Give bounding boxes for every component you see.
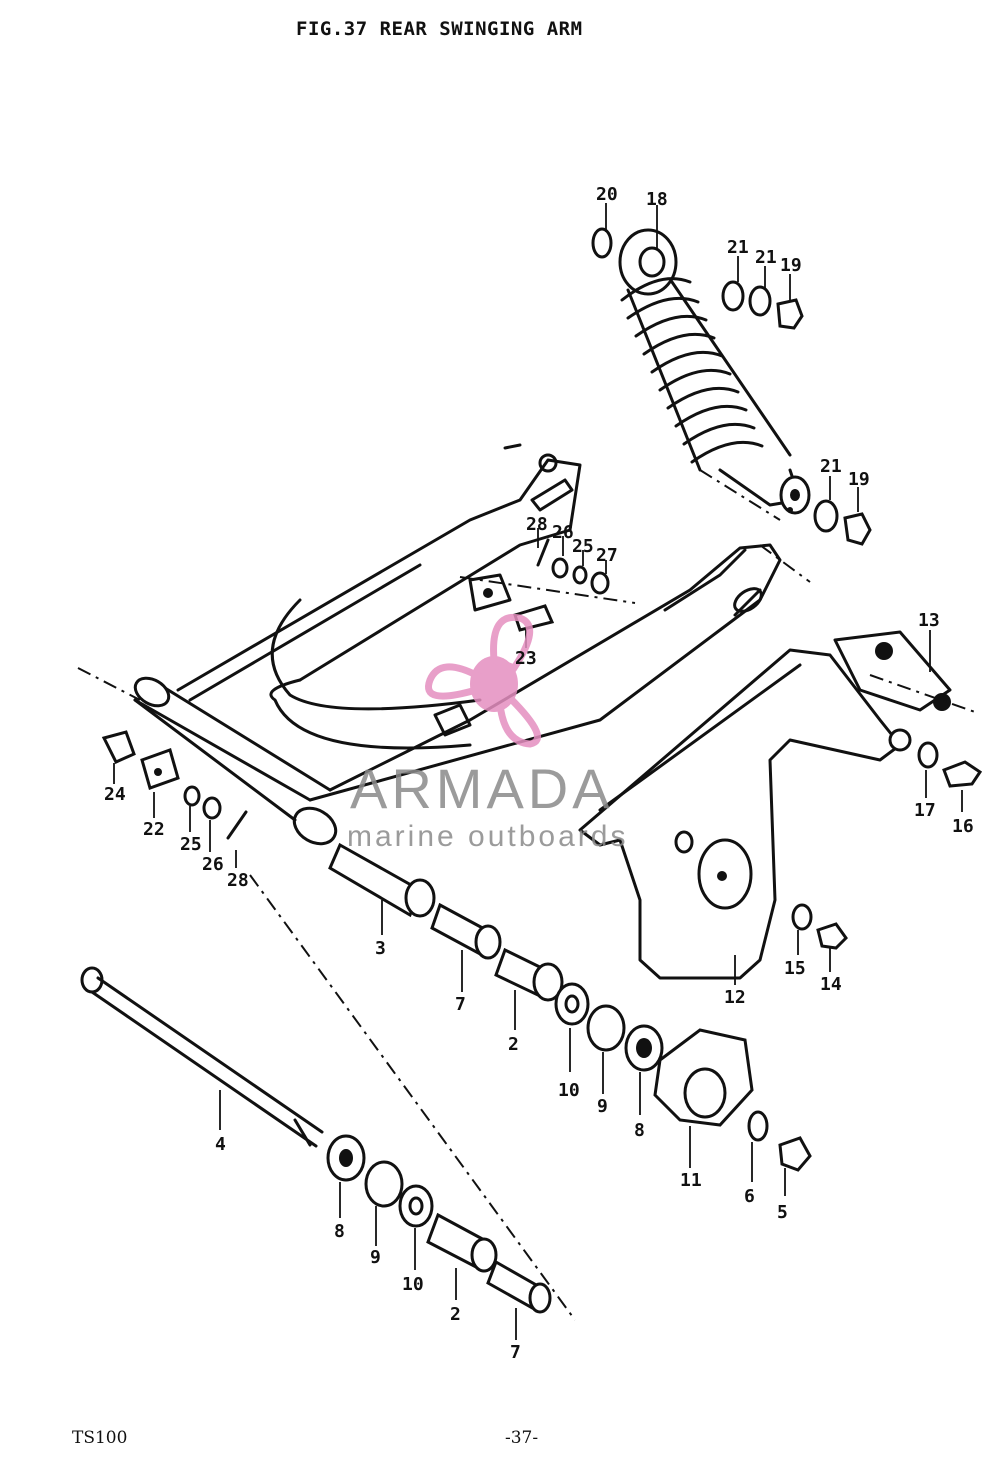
callout-label: 7 [510,1342,521,1363]
callout-label: 25 [572,536,594,557]
callout-label: 9 [597,1096,608,1117]
callout-label: 7 [455,994,466,1015]
callout-label: 2 [508,1034,519,1055]
callout-label: 13 [918,610,940,631]
callout-label: 6 [744,1186,755,1207]
callout-label: 28 [526,514,548,535]
callout-label: 19 [848,469,870,490]
callout-label: 28 [227,870,249,891]
callout-label: 22 [143,819,165,840]
callout-label: 10 [558,1080,580,1101]
watermark-brand: ARMADA [350,757,614,820]
pivot-shaft [80,966,324,1148]
model-label: TS100 [72,1428,128,1448]
callout-label: 27 [596,545,618,566]
callout-label: 19 [780,255,802,276]
callout-label: 10 [402,1274,424,1295]
callout-label: 4 [215,1134,226,1155]
callout-label: 24 [104,784,126,805]
watermark-logo: ARMADA marine outboards [347,613,628,853]
callout-label: 9 [370,1247,381,1268]
bracket-hardware [513,604,983,950]
callout-label: 14 [820,974,842,995]
chain-case-bracket [578,630,952,980]
callout-label: 25 [180,834,202,855]
callout-label: 21 [820,456,842,477]
shock-hardware [591,227,872,546]
callout-label: 23 [515,648,537,669]
upper-bushing-stack [328,842,812,1172]
callout-label: 16 [952,816,974,837]
callout-label: 12 [724,987,746,1008]
callout-label: 17 [914,800,936,821]
callout-label: 21 [755,247,777,268]
center-lines [77,203,976,1340]
callout-label: 2 [450,1304,461,1325]
callout-labels: 20 18 21 21 19 21 19 28 26 25 27 23 13 1… [104,184,974,1363]
figure-title: FIG.37 REAR SWINGING ARM [296,18,583,40]
callout-label: 5 [777,1202,788,1223]
watermark-tagline: marine outboards [347,820,628,853]
callout-label: 11 [680,1170,702,1191]
callout-label: 26 [552,522,574,543]
callout-label: 15 [784,958,806,979]
callout-label: 18 [646,189,668,210]
shock-absorber [618,228,811,515]
callout-label: 26 [202,854,224,875]
callout-label: 8 [334,1221,345,1242]
swinging-arm [133,443,782,846]
callout-label: 3 [375,938,386,959]
callout-label: 8 [634,1120,645,1141]
propeller-icon [425,613,542,748]
page-number: -37- [505,1428,539,1448]
callout-label: 20 [596,184,618,205]
lower-bushing-stack [326,1134,552,1314]
pivot-side-hardware [101,538,610,840]
callout-label: 21 [727,237,749,258]
